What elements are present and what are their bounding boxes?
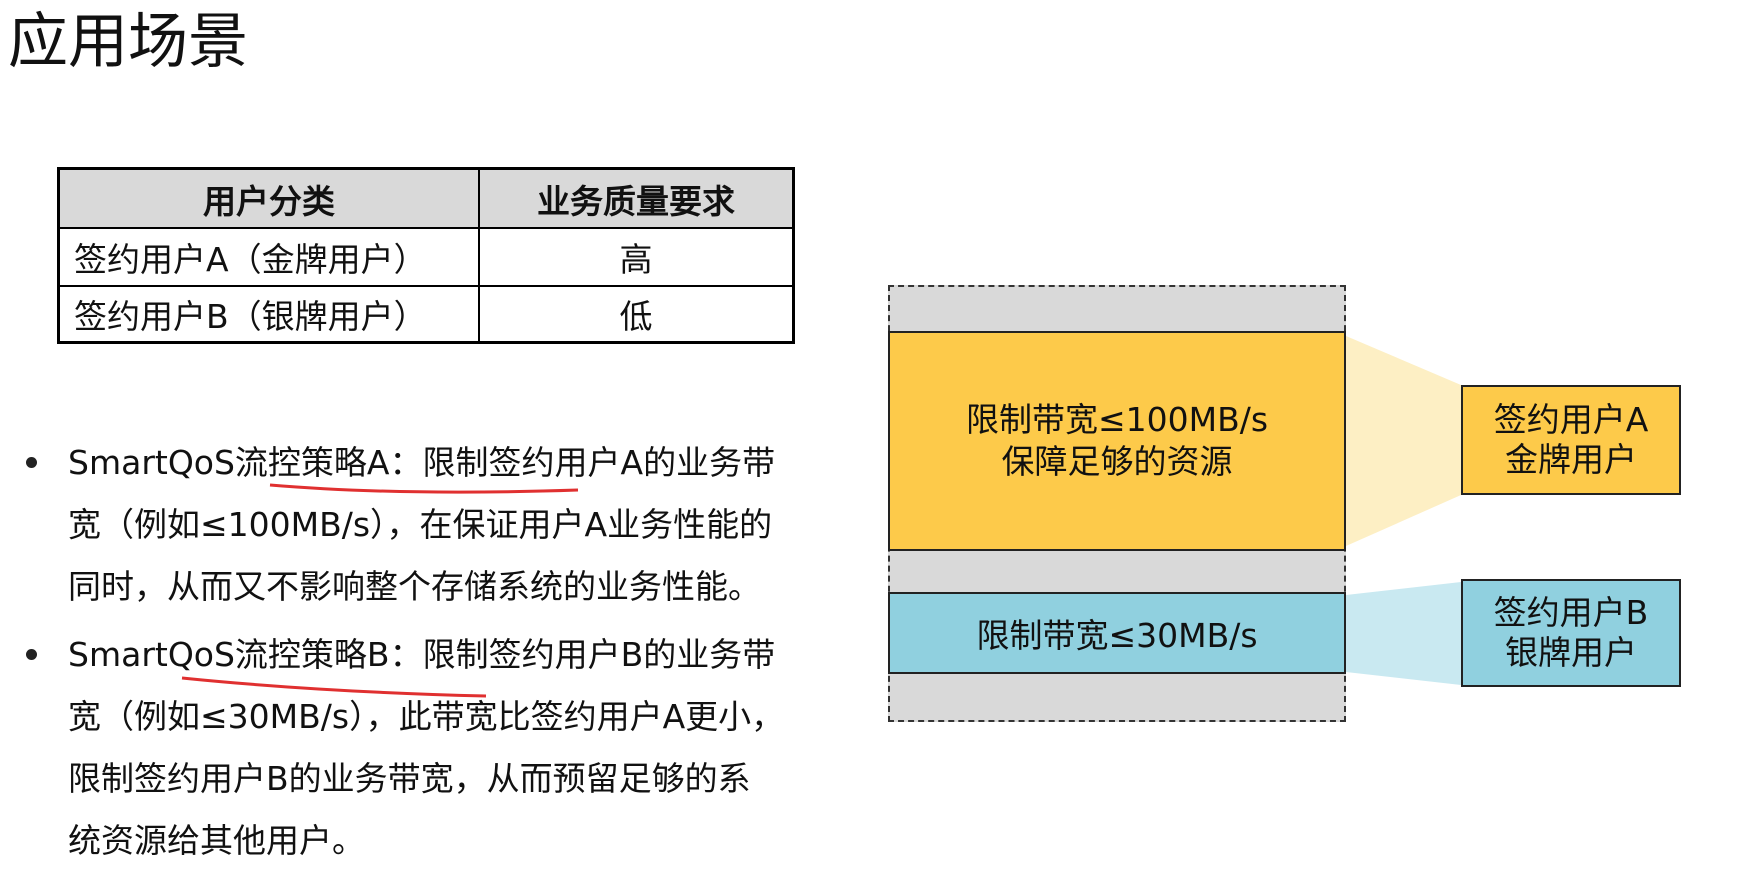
connector-b: [1346, 582, 1461, 685]
page-title: 应用场景: [8, 7, 248, 77]
bullet-item: SmartQoS流控策略B：限制签约用户B的业务带 宽（例如≤30MB/s），此…: [20, 624, 880, 872]
handwritten-underline-b: [181, 676, 487, 698]
user-a-line: 签约用户A: [1493, 400, 1649, 439]
user-quality-table: 用户分类 业务质量要求 签约用户A（金牌用户） 高 签约用户B（银牌用户） 低: [57, 167, 795, 344]
bullet-line: 同时，从而又不影响整个存储系统的业务性能。: [68, 567, 761, 606]
bullet-line: 统资源给其他用户。: [68, 821, 365, 860]
handwritten-underline-a: [269, 483, 579, 494]
user-b-box: 签约用户B 银牌用户: [1461, 579, 1681, 687]
bullet-dot-icon: [26, 649, 37, 660]
table-cell: 签约用户B（银牌用户）: [60, 287, 480, 341]
policy-a-box: 限制带宽≤100MB/s 保障足够的资源: [888, 331, 1346, 551]
table-cell: 高: [480, 229, 792, 287]
user-b-line: 银牌用户: [1505, 633, 1637, 672]
policy-b-box: 限制带宽≤30MB/s: [888, 592, 1346, 674]
bullet-line: 宽（例如≤30MB/s），此带宽比签约用户A更小，: [68, 697, 785, 736]
user-a-line: 金牌用户: [1505, 440, 1637, 479]
bullet-line: 宽（例如≤100MB/s），在保证用户A业务性能的: [68, 505, 773, 544]
connector-a: [1346, 336, 1461, 546]
bullet-item: SmartQoS流控策略A：限制签约用户A的业务带 宽（例如≤100MB/s），…: [20, 432, 880, 618]
policy-a-line: 限制带宽≤100MB/s: [965, 400, 1269, 439]
bullet-dot-icon: [26, 457, 37, 468]
policy-b-label: 限制带宽≤30MB/s: [976, 616, 1258, 655]
table-cell: 签约用户A（金牌用户）: [60, 229, 480, 287]
policy-a-line: 保障足够的资源: [1001, 442, 1233, 481]
bullet-line: 限制签约用户B的业务带宽，从而预留足够的系: [68, 759, 751, 798]
user-a-box: 签约用户A 金牌用户: [1461, 385, 1681, 495]
bullet-line: SmartQoS流控策略A：限制签约用户A的业务带: [68, 443, 776, 482]
table-header: 业务质量要求: [480, 170, 792, 229]
table-cell: 低: [619, 297, 653, 336]
user-b-line: 签约用户B: [1493, 593, 1649, 632]
table-header: 用户分类: [60, 170, 480, 229]
bullet-line: SmartQoS流控策略B：限制签约用户B的业务带: [68, 635, 776, 674]
bullet-list: SmartQoS流控策略A：限制签约用户A的业务带 宽（例如≤100MB/s），…: [20, 432, 880, 872]
